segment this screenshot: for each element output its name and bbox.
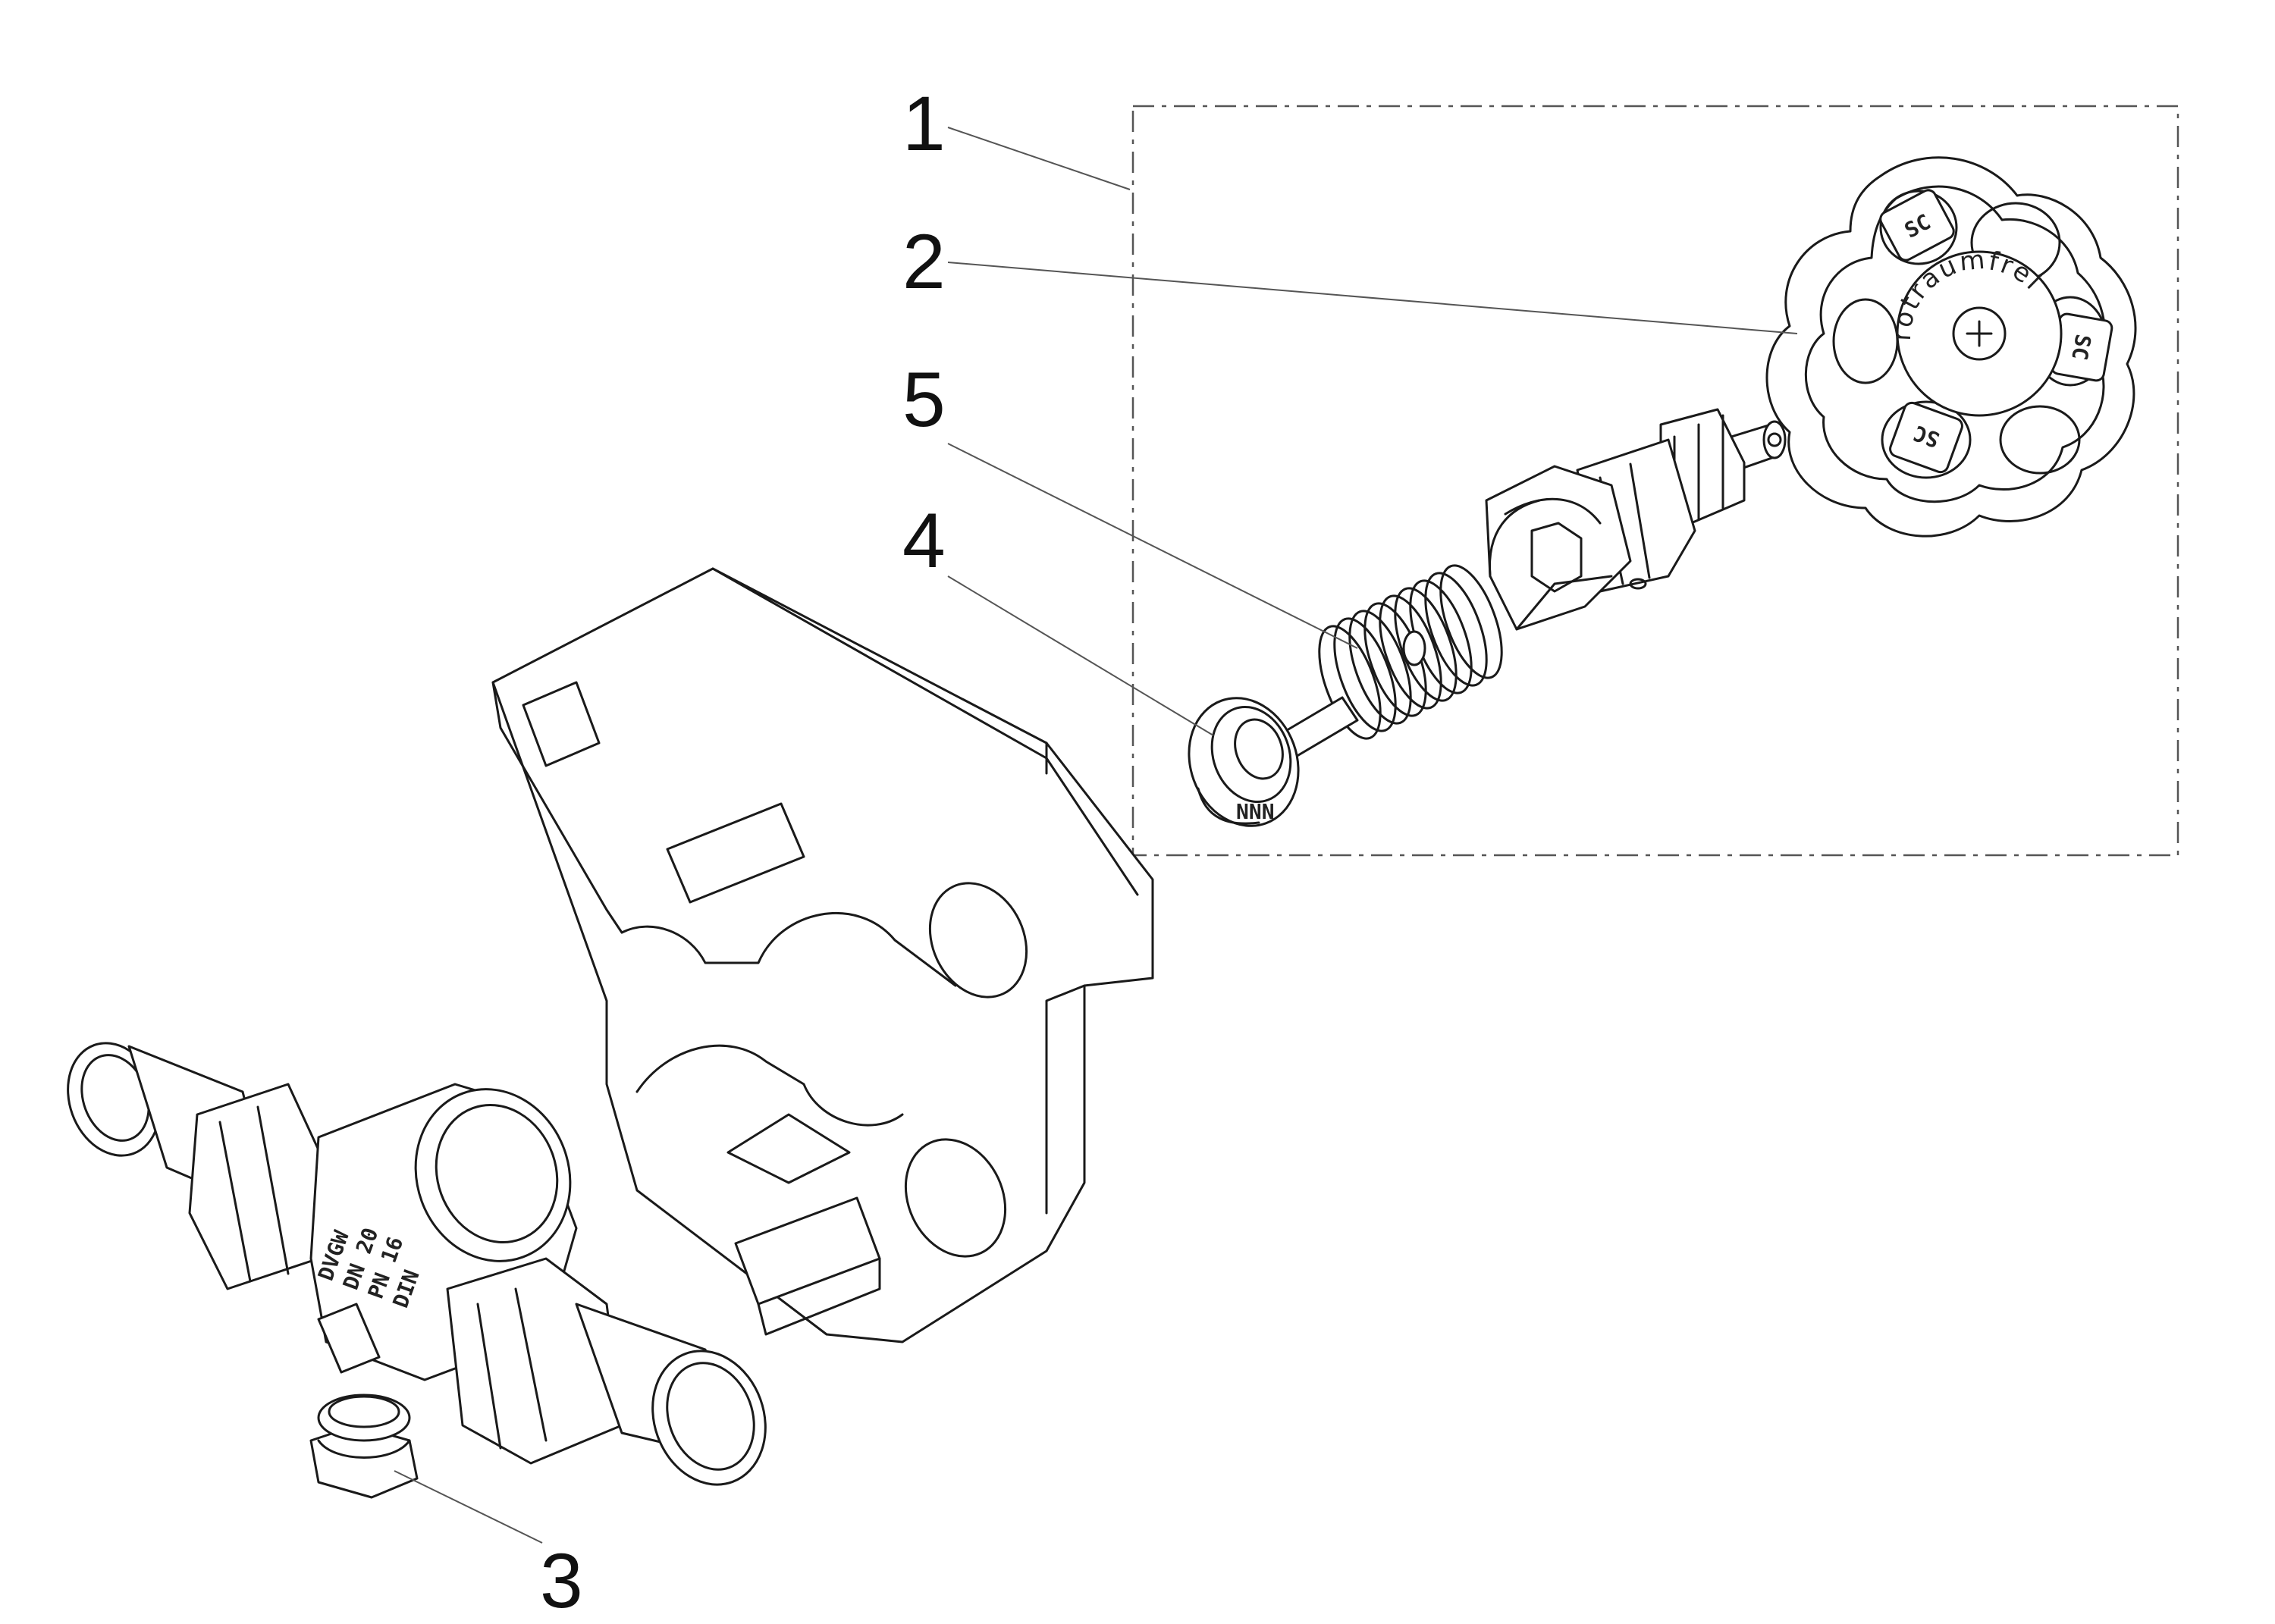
insulation-housing [491,567,1154,1343]
callout-2: 2 [902,218,946,305]
valve-disc: NNN [1188,696,1359,827]
assembly-frame-1 [1131,105,2179,857]
callout-5: 5 [902,356,946,443]
leader-3 [394,1470,543,1544]
drain-plug [309,1394,419,1499]
spring [1318,564,1503,740]
callout-3: 3 [540,1538,583,1624]
leader-2 [947,262,1798,334]
spoke-window-5 [1881,400,1972,479]
spoke-window-1 [1879,190,1958,265]
leader-1 [947,127,1131,190]
logo-text-right: SC [2066,332,2095,362]
valve-body: DVGW DN 20 PN 16 DIN [67,1042,767,1486]
logo-plate-top: SC [1879,189,1955,262]
seal-marking: NNN [1236,799,1275,824]
body-markings: DVGW DN 20 PN 16 DIN [313,1224,425,1311]
hub-screw [1952,306,2007,361]
handwheel: SC SC SC rotraumfrei [1765,156,2137,538]
spoke-window-4 [1999,405,2081,475]
leader-4 [947,575,1214,736]
callout-4: 4 [902,497,946,584]
logo-plate-bottom: SC [1889,401,1963,474]
clip-2 [666,802,805,904]
spindle-upper-part [1485,408,1787,631]
leader-5 [947,443,1358,649]
callout-1: 1 [902,80,946,167]
clip-1 [522,681,601,767]
